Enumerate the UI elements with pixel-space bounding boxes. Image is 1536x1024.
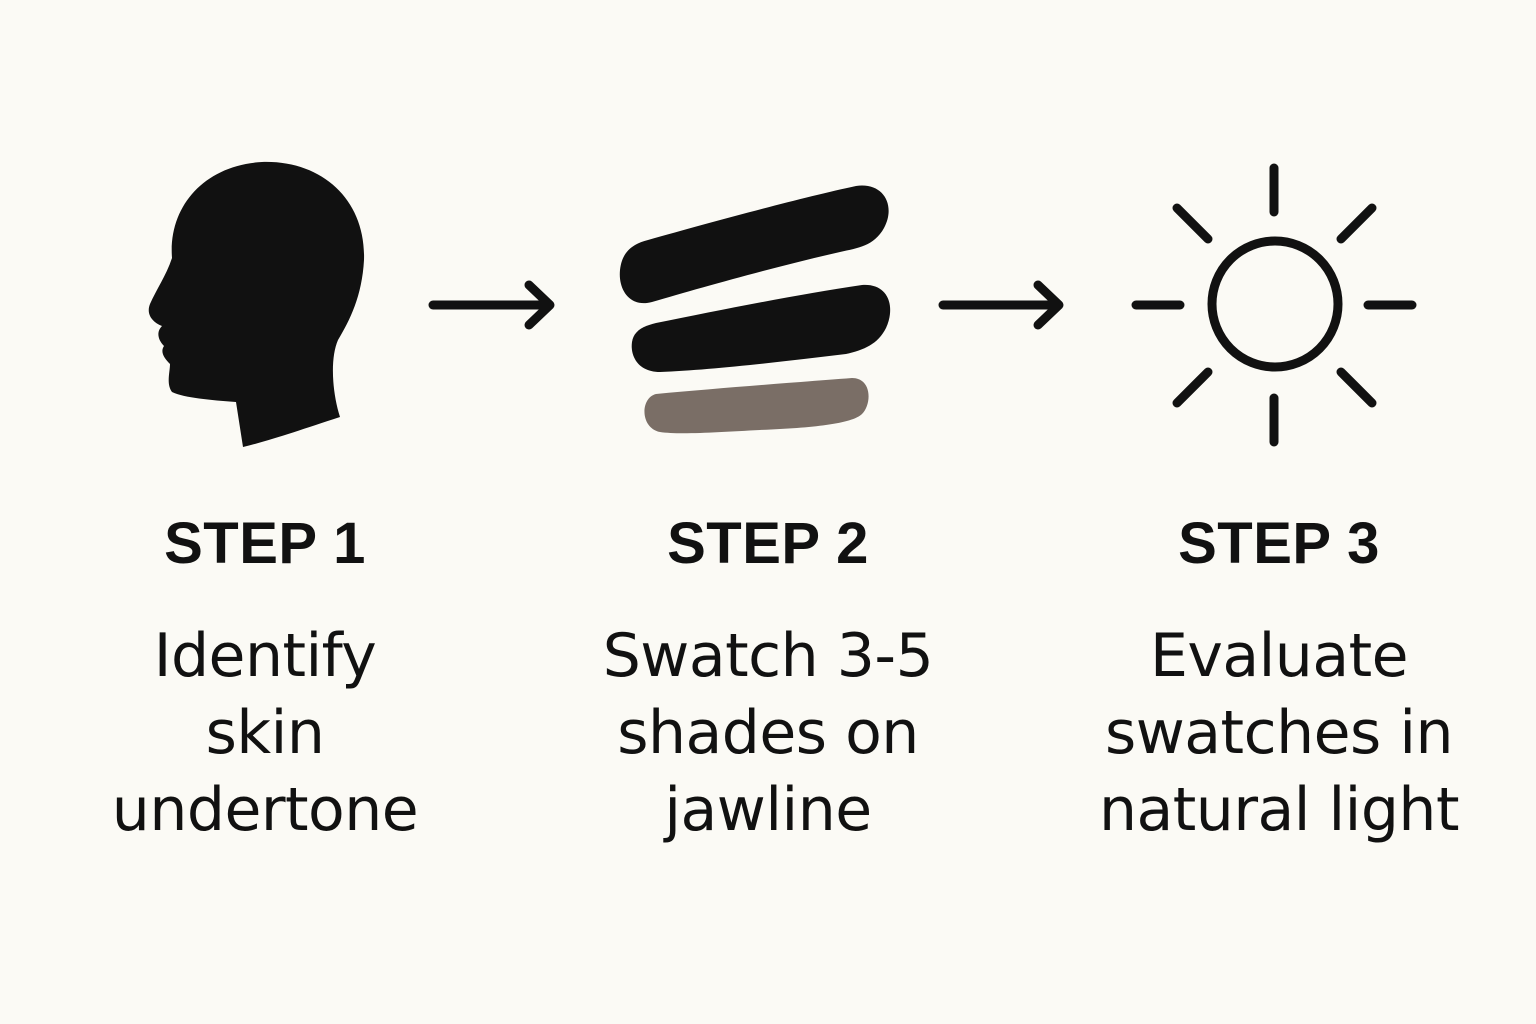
step-1-description: Identify skin undertone <box>111 621 419 845</box>
head-profile-icon <box>148 161 365 447</box>
arrow-right-icon <box>428 280 555 330</box>
step-1-title: STEP 1 <box>164 511 366 576</box>
arrow-right-icon <box>938 280 1064 330</box>
step-3-description: Evaluate swatches in natural light <box>1098 621 1460 845</box>
step-3-title: STEP 3 <box>1178 511 1380 576</box>
swatch-dark-middle <box>631 284 891 372</box>
swatch-light-bottom <box>644 378 869 434</box>
step-1: STEP 1 Identify skin undertone <box>45 508 485 849</box>
step-2: STEP 2 Swatch 3-5 shades on jawline <box>548 508 988 849</box>
step-2-description: Swatch 3-5 shades on jawline <box>602 621 934 845</box>
sun-icon <box>1131 163 1417 447</box>
swatch-dark-top <box>619 185 889 304</box>
step-2-title: STEP 2 <box>667 511 869 576</box>
swatches-icon <box>619 185 891 434</box>
step-3: STEP 3 Evaluate swatches in natural ligh… <box>1059 508 1499 849</box>
